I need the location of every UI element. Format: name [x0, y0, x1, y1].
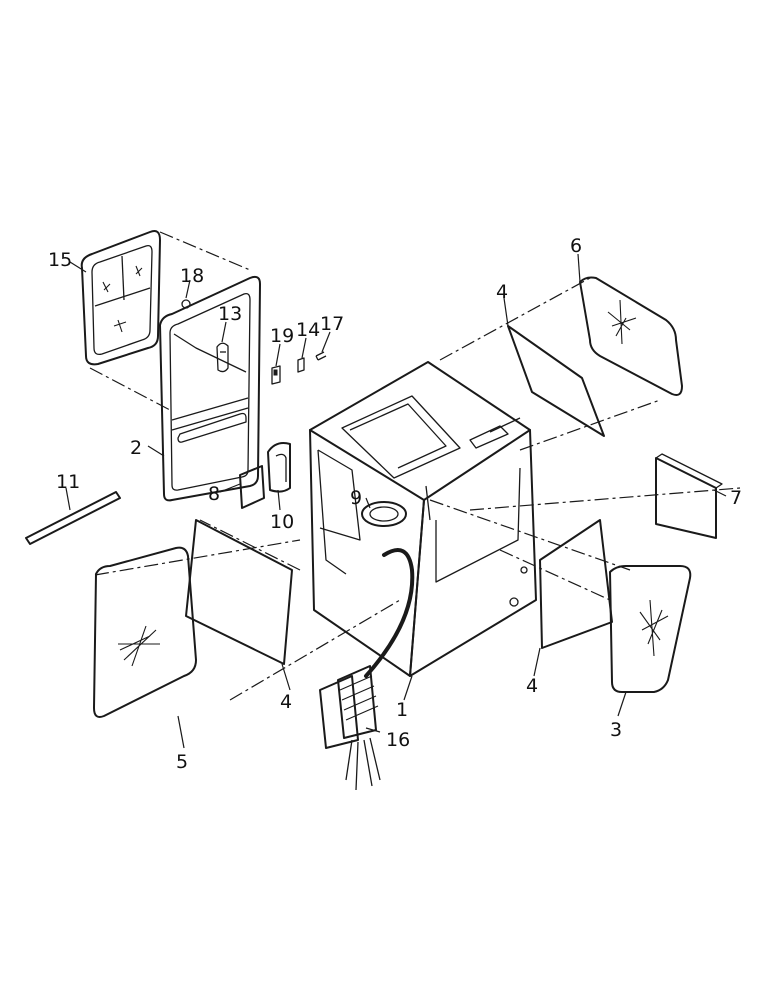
callout-14: 14 [296, 319, 320, 341]
part-4-rear-inner-glass [507, 325, 605, 437]
callout-11: 11 [56, 471, 80, 493]
part-4-front-inner-glass [185, 519, 293, 665]
part-9-lamp [361, 501, 407, 527]
callout-4-front: 4 [280, 691, 292, 713]
part-3-right-glass [609, 565, 692, 693]
part-14-clip [297, 357, 305, 373]
part-19-latch [271, 365, 281, 385]
part-5-front-windshield [93, 546, 197, 718]
callout-10: 10 [270, 511, 294, 533]
callout-7: 7 [730, 487, 742, 509]
part-16-wiring-harness [319, 548, 415, 791]
part-13-door-handle [216, 342, 229, 373]
part-10-handle [267, 442, 291, 493]
callout-16: 16 [386, 729, 410, 751]
part-1-cab-body [309, 361, 537, 677]
part-17-screw [315, 351, 327, 361]
alignment-lines [89, 231, 741, 701]
callout-9: 9 [350, 487, 362, 509]
callout-19: 19 [270, 325, 294, 347]
part-2-door [159, 275, 261, 502]
part-6-rear-glass [579, 276, 683, 396]
callout-labels: 15 18 13 19 14 17 2 8 10 11 9 6 4 7 4 1 … [48, 235, 742, 773]
callout-1: 1 [396, 699, 408, 721]
callout-17: 17 [320, 313, 344, 335]
leader-lines [65, 253, 727, 749]
callout-4-right: 4 [526, 675, 538, 697]
callout-13: 13 [218, 303, 242, 325]
callout-5: 5 [176, 751, 188, 773]
part-18-fitting [181, 299, 191, 309]
callout-3: 3 [610, 719, 622, 741]
part-4-right-inner-glass [539, 519, 613, 649]
callout-2: 2 [130, 437, 142, 459]
part-11-strip [25, 491, 121, 545]
callout-8: 8 [208, 483, 220, 505]
part-7-cover-plate [655, 453, 723, 539]
callout-6: 6 [570, 235, 582, 257]
part-8-panel [239, 465, 265, 509]
callout-4-upper: 4 [496, 281, 508, 303]
part-15-window-frame [80, 230, 161, 366]
callout-15: 15 [48, 249, 72, 271]
callout-18: 18 [180, 265, 204, 287]
